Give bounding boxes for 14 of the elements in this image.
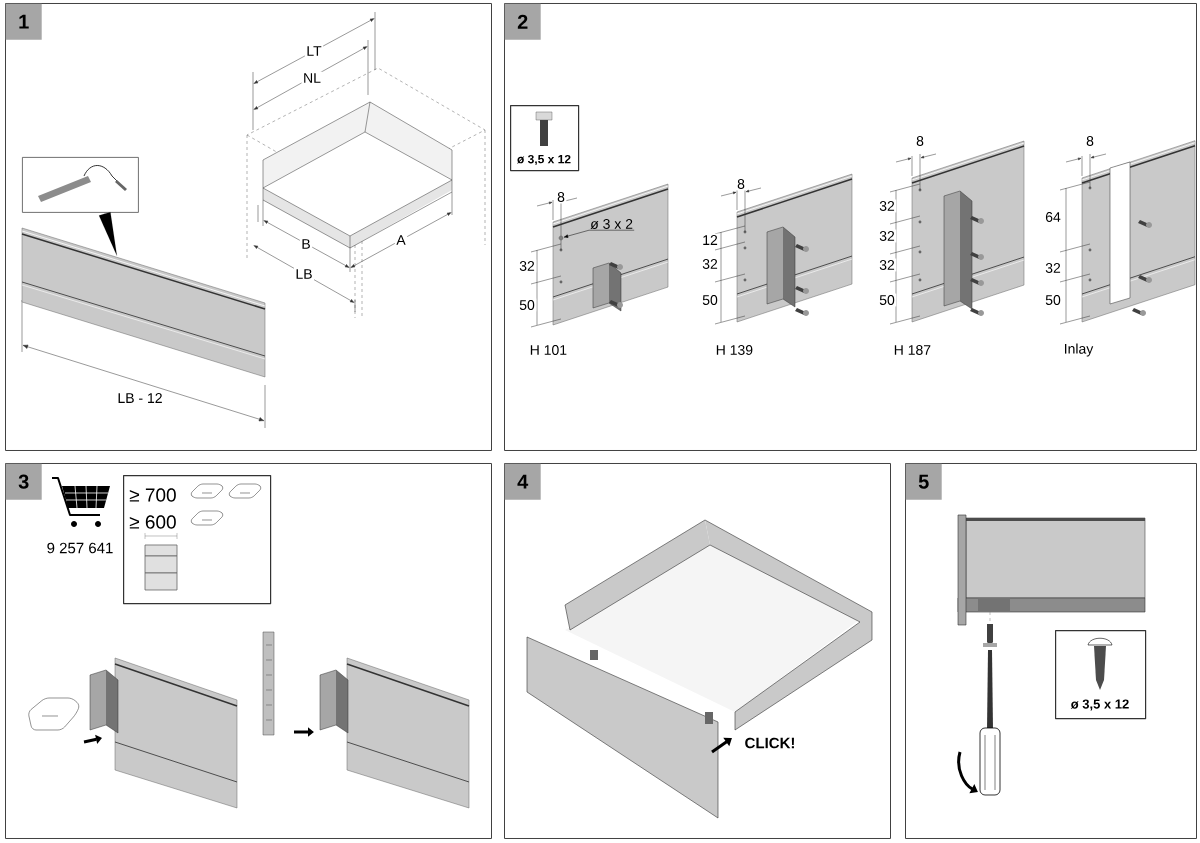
leader-line <box>563 229 635 238</box>
dimension-label: 8 <box>1084 134 1096 148</box>
screw-box: ø 3,5 x 12 <box>1055 630 1147 720</box>
hole <box>558 235 564 241</box>
saw-inset <box>22 157 139 213</box>
screw-box: ø 3,5 x 12 <box>510 105 580 172</box>
rail-drawing <box>21 227 266 378</box>
callout-pointer <box>98 212 117 256</box>
dimension-label: 8 <box>735 177 747 191</box>
click-label: CLICK! <box>743 736 797 750</box>
dimension-label: 8 <box>914 134 926 148</box>
dimension-label: ø 3 x 2 <box>590 218 633 229</box>
clip-box: ≥ 700 ≥ 600 <box>123 475 272 605</box>
dimension-label: 8 <box>555 190 567 204</box>
